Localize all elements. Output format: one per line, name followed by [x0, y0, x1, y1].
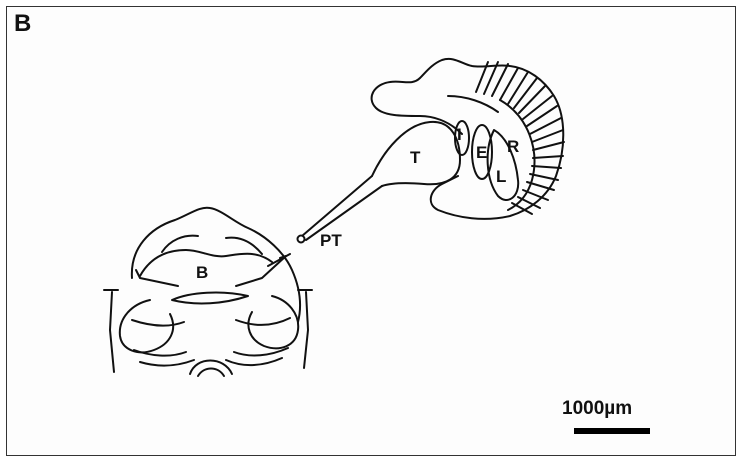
label-brain: B	[196, 263, 208, 282]
label-l: L	[496, 167, 506, 186]
label-i: I	[457, 125, 462, 144]
label-e: E	[476, 143, 487, 162]
label-tectum: T	[410, 148, 421, 167]
label-r: R	[507, 137, 519, 156]
eye-complex	[372, 59, 564, 219]
scale-bar-label: 1000µm	[562, 398, 632, 420]
label-pineal-tract: PT	[320, 231, 342, 250]
brain-section	[104, 208, 312, 376]
scale-bar	[574, 428, 650, 434]
